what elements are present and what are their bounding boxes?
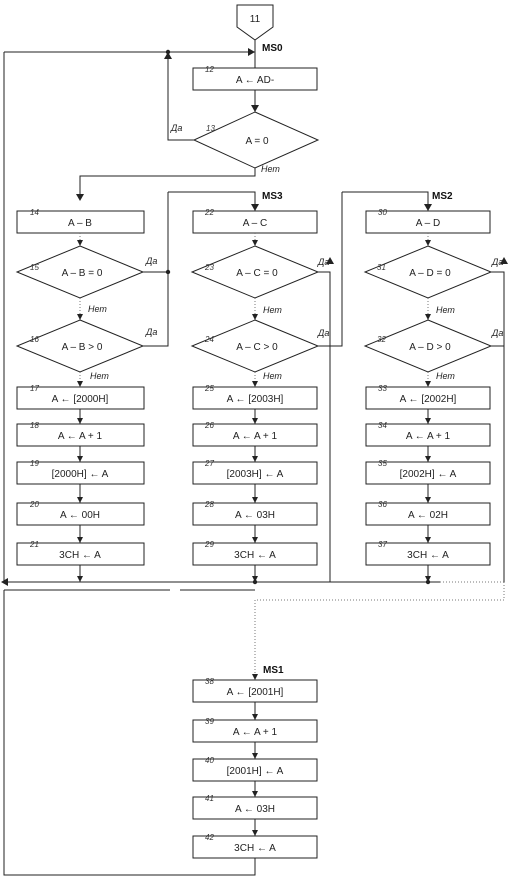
yes-line-23 [318, 271, 331, 582]
no-label: Нет [90, 371, 109, 381]
block-number: 16 [30, 335, 39, 344]
block-text: A ← [2002H] [400, 394, 457, 405]
yes-label: Да [491, 257, 503, 267]
block-number: 27 [204, 459, 214, 468]
yes-label: Да [145, 256, 157, 266]
marker-ms2: MS2 [432, 191, 453, 202]
block-text: 3CH ← A [234, 550, 276, 561]
block-number: 37 [378, 540, 387, 549]
yes-label: Да [317, 328, 329, 338]
block-number: 35 [378, 459, 387, 468]
no-label: Нет [263, 305, 282, 315]
block-number: 41 [205, 794, 214, 803]
decision-text: A – B > 0 [62, 342, 103, 353]
block-text: A – D [416, 218, 440, 229]
block-number: 38 [205, 677, 214, 686]
block-number: 31 [377, 263, 386, 272]
decision-text: A – D > 0 [409, 342, 451, 353]
block-number: 23 [204, 263, 214, 272]
block-text: A ← A + 1 [233, 727, 278, 738]
loop-line [167, 52, 194, 141]
yes-label: Да [491, 328, 503, 338]
block-number: 33 [378, 384, 387, 393]
column-ms1: 38 A ← [2001H] 39 A ← A + 1 40 [2001H] ←… [192, 677, 318, 866]
block-text: [2001H] ← A [227, 766, 284, 777]
block-number: 29 [204, 540, 214, 549]
block-text: [2003H] ← A [227, 469, 284, 480]
block-text: 3CH ← A [59, 550, 101, 561]
marker-ms1: MS1 [263, 665, 284, 676]
block-text: A ← [2001H] [227, 687, 284, 698]
no-label: Нет [436, 371, 455, 381]
block-text: 3CH ← A [234, 843, 276, 854]
block-text: A ← 00H [60, 510, 100, 521]
connector-label: 11 [250, 14, 261, 25]
yes-label: Да [170, 123, 182, 133]
block-text: [2002H] ← A [400, 469, 457, 480]
block-number: 26 [204, 421, 214, 430]
block-number: 42 [205, 833, 214, 842]
block-number: 17 [30, 384, 39, 393]
block-number: 15 [30, 263, 39, 272]
block-text: A ← [2003H] [227, 394, 284, 405]
yes-label: Да [145, 327, 157, 337]
yes-line-24 [318, 192, 343, 347]
block-number: 39 [205, 717, 214, 726]
block-text: A ← A + 1 [58, 431, 103, 442]
block-number: 12 [205, 65, 214, 74]
block-number: 20 [29, 500, 39, 509]
decision-text: A = 0 [245, 136, 269, 147]
block-number: 36 [378, 500, 387, 509]
block-text: A ← [2000H] [52, 394, 109, 405]
block-number: 30 [378, 208, 387, 217]
ms1-branch-line [254, 582, 505, 680]
block-number: 24 [204, 335, 214, 344]
block-text: A ← 03H [235, 510, 275, 521]
block-text: A ← AD- [236, 75, 274, 86]
block-text: A ← 03H [235, 804, 275, 815]
yes-label: Да [317, 257, 329, 267]
decision-text: A – C > 0 [236, 342, 278, 353]
yes-line-31 [491, 271, 505, 582]
column-ms2: 30 A – D 31 A – D = 0 Да Нет 32 A – D > … [363, 208, 503, 582]
block-number: 32 [377, 335, 386, 344]
column-ms0: 14 A – B 15 A – B = 0 Да Нет 16 A – B > … [15, 208, 157, 582]
block-text: A – B [68, 218, 92, 229]
block-number: 40 [205, 756, 214, 765]
block-number: 13 [206, 124, 215, 133]
block-number: 34 [378, 421, 387, 430]
decision-text: A – C = 0 [236, 268, 278, 279]
block-number: 14 [30, 208, 39, 217]
marker-ms0: MS0 [262, 43, 283, 54]
block-number: 21 [29, 540, 39, 549]
block-number: 25 [204, 384, 214, 393]
no-label: Нет [436, 305, 455, 315]
block-text: 3CH ← A [407, 550, 449, 561]
return-line-ms1 [3, 590, 256, 876]
block-text: A ← 02H [408, 510, 448, 521]
block-number: 22 [204, 208, 214, 217]
no-label: Нет [261, 164, 280, 174]
block-text: [2000H] ← A [52, 469, 109, 480]
column-ms3: 22 A – C 23 A – C = 0 Да Нет 24 A – C > … [190, 208, 329, 582]
marker-ms3: MS3 [262, 191, 283, 202]
decision-text: A – D = 0 [409, 268, 451, 279]
block-number: 28 [204, 500, 214, 509]
offpage-connector [236, 4, 274, 41]
block-text: A ← A + 1 [233, 431, 278, 442]
block-text: A – C [243, 218, 267, 229]
no-label: Нет [263, 371, 282, 381]
block-text: A ← A + 1 [406, 431, 451, 442]
yes-line-16 [143, 272, 169, 347]
decision-text: A – B = 0 [62, 268, 103, 279]
block-number: 19 [30, 459, 39, 468]
no-label: Нет [88, 304, 107, 314]
block-number: 18 [30, 421, 39, 430]
